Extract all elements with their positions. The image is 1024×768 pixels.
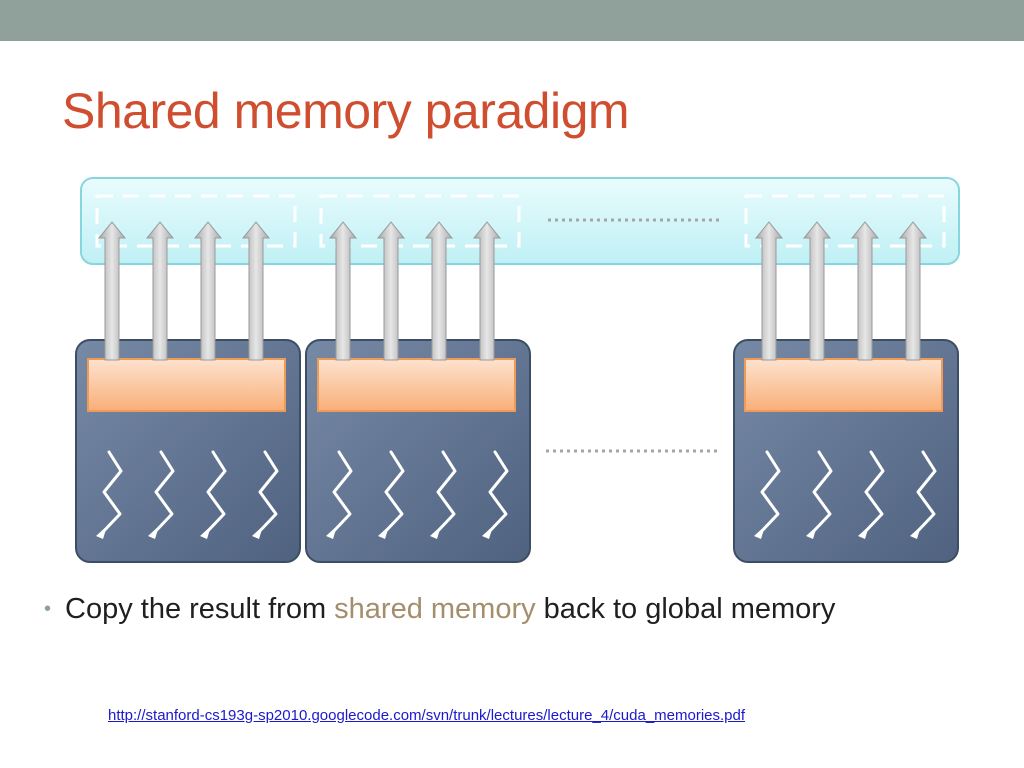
thread-icon	[913, 450, 937, 536]
upward-arrow-icon	[472, 221, 502, 361]
thread-arrowhead-icon	[482, 526, 493, 539]
thread-arrowhead-icon	[754, 526, 765, 539]
upward-arrow-icon	[376, 221, 406, 361]
thread-arrowhead-icon	[430, 526, 441, 539]
shared-memory-2	[317, 358, 516, 412]
thread-icon	[485, 450, 509, 536]
thread-icon	[99, 450, 123, 536]
upward-arrow-icon	[145, 221, 175, 361]
upward-arrow-icon	[898, 221, 928, 361]
bullet-text: Copy the result from shared memory back …	[65, 589, 904, 629]
global-memory-region-1	[95, 194, 297, 248]
thread-arrowhead-icon	[378, 526, 389, 539]
thread-icon	[381, 450, 405, 536]
thread-arrowhead-icon	[806, 526, 817, 539]
thread-arrowhead-icon	[858, 526, 869, 539]
upward-arrow-icon	[241, 221, 271, 361]
bullet-dot-icon: •	[44, 598, 52, 620]
thread-arrowhead-icon	[326, 526, 337, 539]
thread-icon	[757, 450, 781, 536]
thread-icon	[255, 450, 279, 536]
thread-icon	[433, 450, 457, 536]
source-link[interactable]: http://stanford-cs193g-sp2010.googlecode…	[108, 707, 746, 724]
thread-arrowhead-icon	[252, 526, 263, 539]
shared-memory-3	[744, 358, 943, 412]
thread-arrowhead-icon	[148, 526, 159, 539]
thread-icon	[329, 450, 353, 536]
shared-memory-highlight: shared memory	[334, 593, 536, 625]
thread-icon	[151, 450, 175, 536]
thread-block-3	[733, 339, 959, 563]
slide-title: Shared memory paradigm	[62, 83, 630, 139]
shared-memory-1	[87, 358, 286, 412]
upward-arrow-icon	[802, 221, 832, 361]
transfer-arrows	[97, 221, 928, 361]
bullet-text-end: back to global memory	[535, 593, 836, 625]
thread-arrowhead-icon	[96, 526, 107, 539]
upward-arrow-icon	[850, 221, 880, 361]
thread-icon	[861, 450, 885, 536]
thread-arrowhead-icon	[910, 526, 921, 539]
upward-arrow-icon	[754, 221, 784, 361]
thread-icon	[203, 450, 227, 536]
upward-arrow-icon	[193, 221, 223, 361]
global-memory-region-3	[744, 194, 946, 248]
upward-arrow-icon	[328, 221, 358, 361]
top-band	[0, 0, 1024, 41]
upward-arrow-icon	[97, 221, 127, 361]
thread-arrowhead-icon	[200, 526, 211, 539]
bullet-item: • Copy the result from shared memory bac…	[44, 589, 904, 629]
memory-diagram	[75, 177, 960, 563]
global-memory-region-2	[319, 194, 521, 248]
upward-arrow-icon	[424, 221, 454, 361]
thread-block-1	[75, 339, 301, 563]
bullet-text-start: Copy the result from	[65, 593, 335, 625]
thread-block-2	[305, 339, 531, 563]
thread-icon	[809, 450, 833, 536]
